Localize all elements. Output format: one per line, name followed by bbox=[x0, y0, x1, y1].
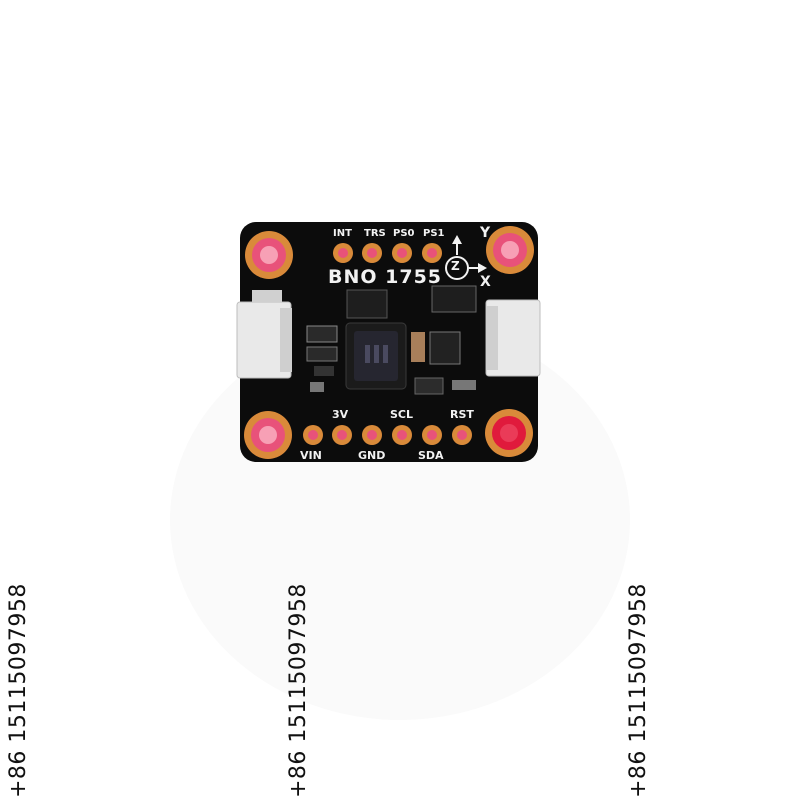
mounting-hole-bottom-left bbox=[244, 411, 292, 459]
left-connector bbox=[236, 290, 292, 379]
components bbox=[306, 285, 477, 395]
watermark-phone-right: +86 15115097958 bbox=[626, 583, 651, 798]
axis-indicator bbox=[445, 235, 487, 280]
watermark-phone-center: +86 15115097958 bbox=[286, 583, 311, 798]
top-pins bbox=[333, 243, 442, 263]
sensor-chip bbox=[345, 322, 407, 390]
bottom-pins bbox=[303, 425, 472, 445]
right-connector bbox=[485, 299, 541, 377]
mounting-hole-top-right bbox=[486, 226, 534, 274]
mounting-hole-bottom-right bbox=[485, 409, 533, 457]
watermark-phone-left: +86 15115097958 bbox=[6, 583, 31, 798]
mounting-hole-top-left bbox=[245, 231, 293, 279]
